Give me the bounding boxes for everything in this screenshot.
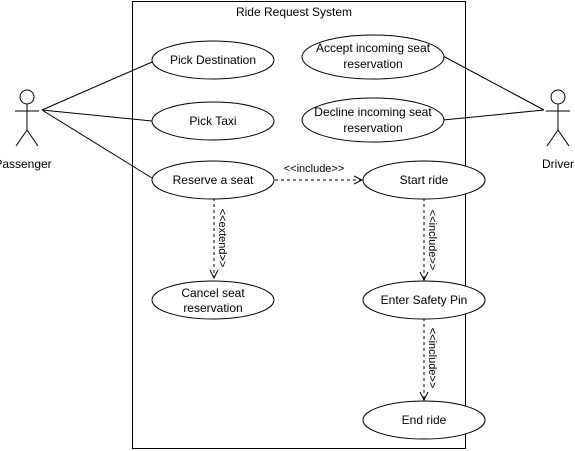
include-label-reserve-start: <<include>>: [284, 163, 345, 175]
extend-label-reserve-cancel: <<extend>>: [216, 209, 228, 268]
use-case-label: Cancel seat: [181, 286, 245, 300]
use-case-accept-reservation: Accept incoming seat reservation: [301, 34, 445, 80]
use-case-label: Pick Destination: [170, 53, 256, 67]
use-case-label: Decline incoming seat: [314, 105, 432, 119]
use-case-reserve-seat: Reserve a seat: [151, 160, 275, 200]
assoc-passenger-reserve-seat: [41, 109, 153, 179]
use-case-decline-reservation: Decline incoming seat reservation: [301, 97, 445, 143]
actor-head: [19, 89, 35, 105]
use-case-label: reservation: [183, 301, 242, 315]
actor-passenger: Passenger: [0, 89, 52, 171]
include-label-start-pin: <<include>>: [426, 210, 438, 271]
use-case-end-ride: End ride: [362, 400, 486, 440]
use-case-label: End ride: [402, 413, 447, 427]
use-case-label: reservation: [343, 57, 402, 71]
include-label-bg: [280, 162, 348, 174]
use-case-label: Start ride: [400, 173, 449, 187]
assoc-driver-accept: [442, 55, 545, 111]
use-case-label: Enter Safety Pin: [381, 293, 468, 307]
assoc-driver-decline: [442, 109, 545, 121]
use-case-enter-pin: Enter Safety Pin: [362, 280, 486, 320]
system-title: Ride Request System: [236, 5, 352, 19]
use-case-cancel-reservation: Cancel seat reservation: [151, 280, 275, 320]
assoc-passenger-pick-taxi: [41, 109, 153, 122]
assoc-passenger-pick-destination: [41, 61, 153, 111]
use-case-start-ride: Start ride: [362, 160, 486, 200]
actor-driver: Driver: [542, 89, 574, 171]
actor-driver-label: Driver: [542, 157, 574, 171]
actor-head: [550, 89, 566, 105]
use-case-label: Pick Taxi: [189, 114, 236, 128]
use-case-pick-taxi: Pick Taxi: [151, 101, 275, 141]
use-case-label: Accept incoming seat: [316, 41, 431, 55]
system-boundary: [132, 1, 466, 449]
use-case-label: Reserve a seat: [173, 173, 254, 187]
actor-passenger-label: Passenger: [0, 157, 52, 171]
include-label-pin-end: <<include>>: [426, 328, 438, 389]
use-case-pick-destination: Pick Destination: [151, 40, 275, 80]
use-case-label: reservation: [343, 121, 402, 135]
